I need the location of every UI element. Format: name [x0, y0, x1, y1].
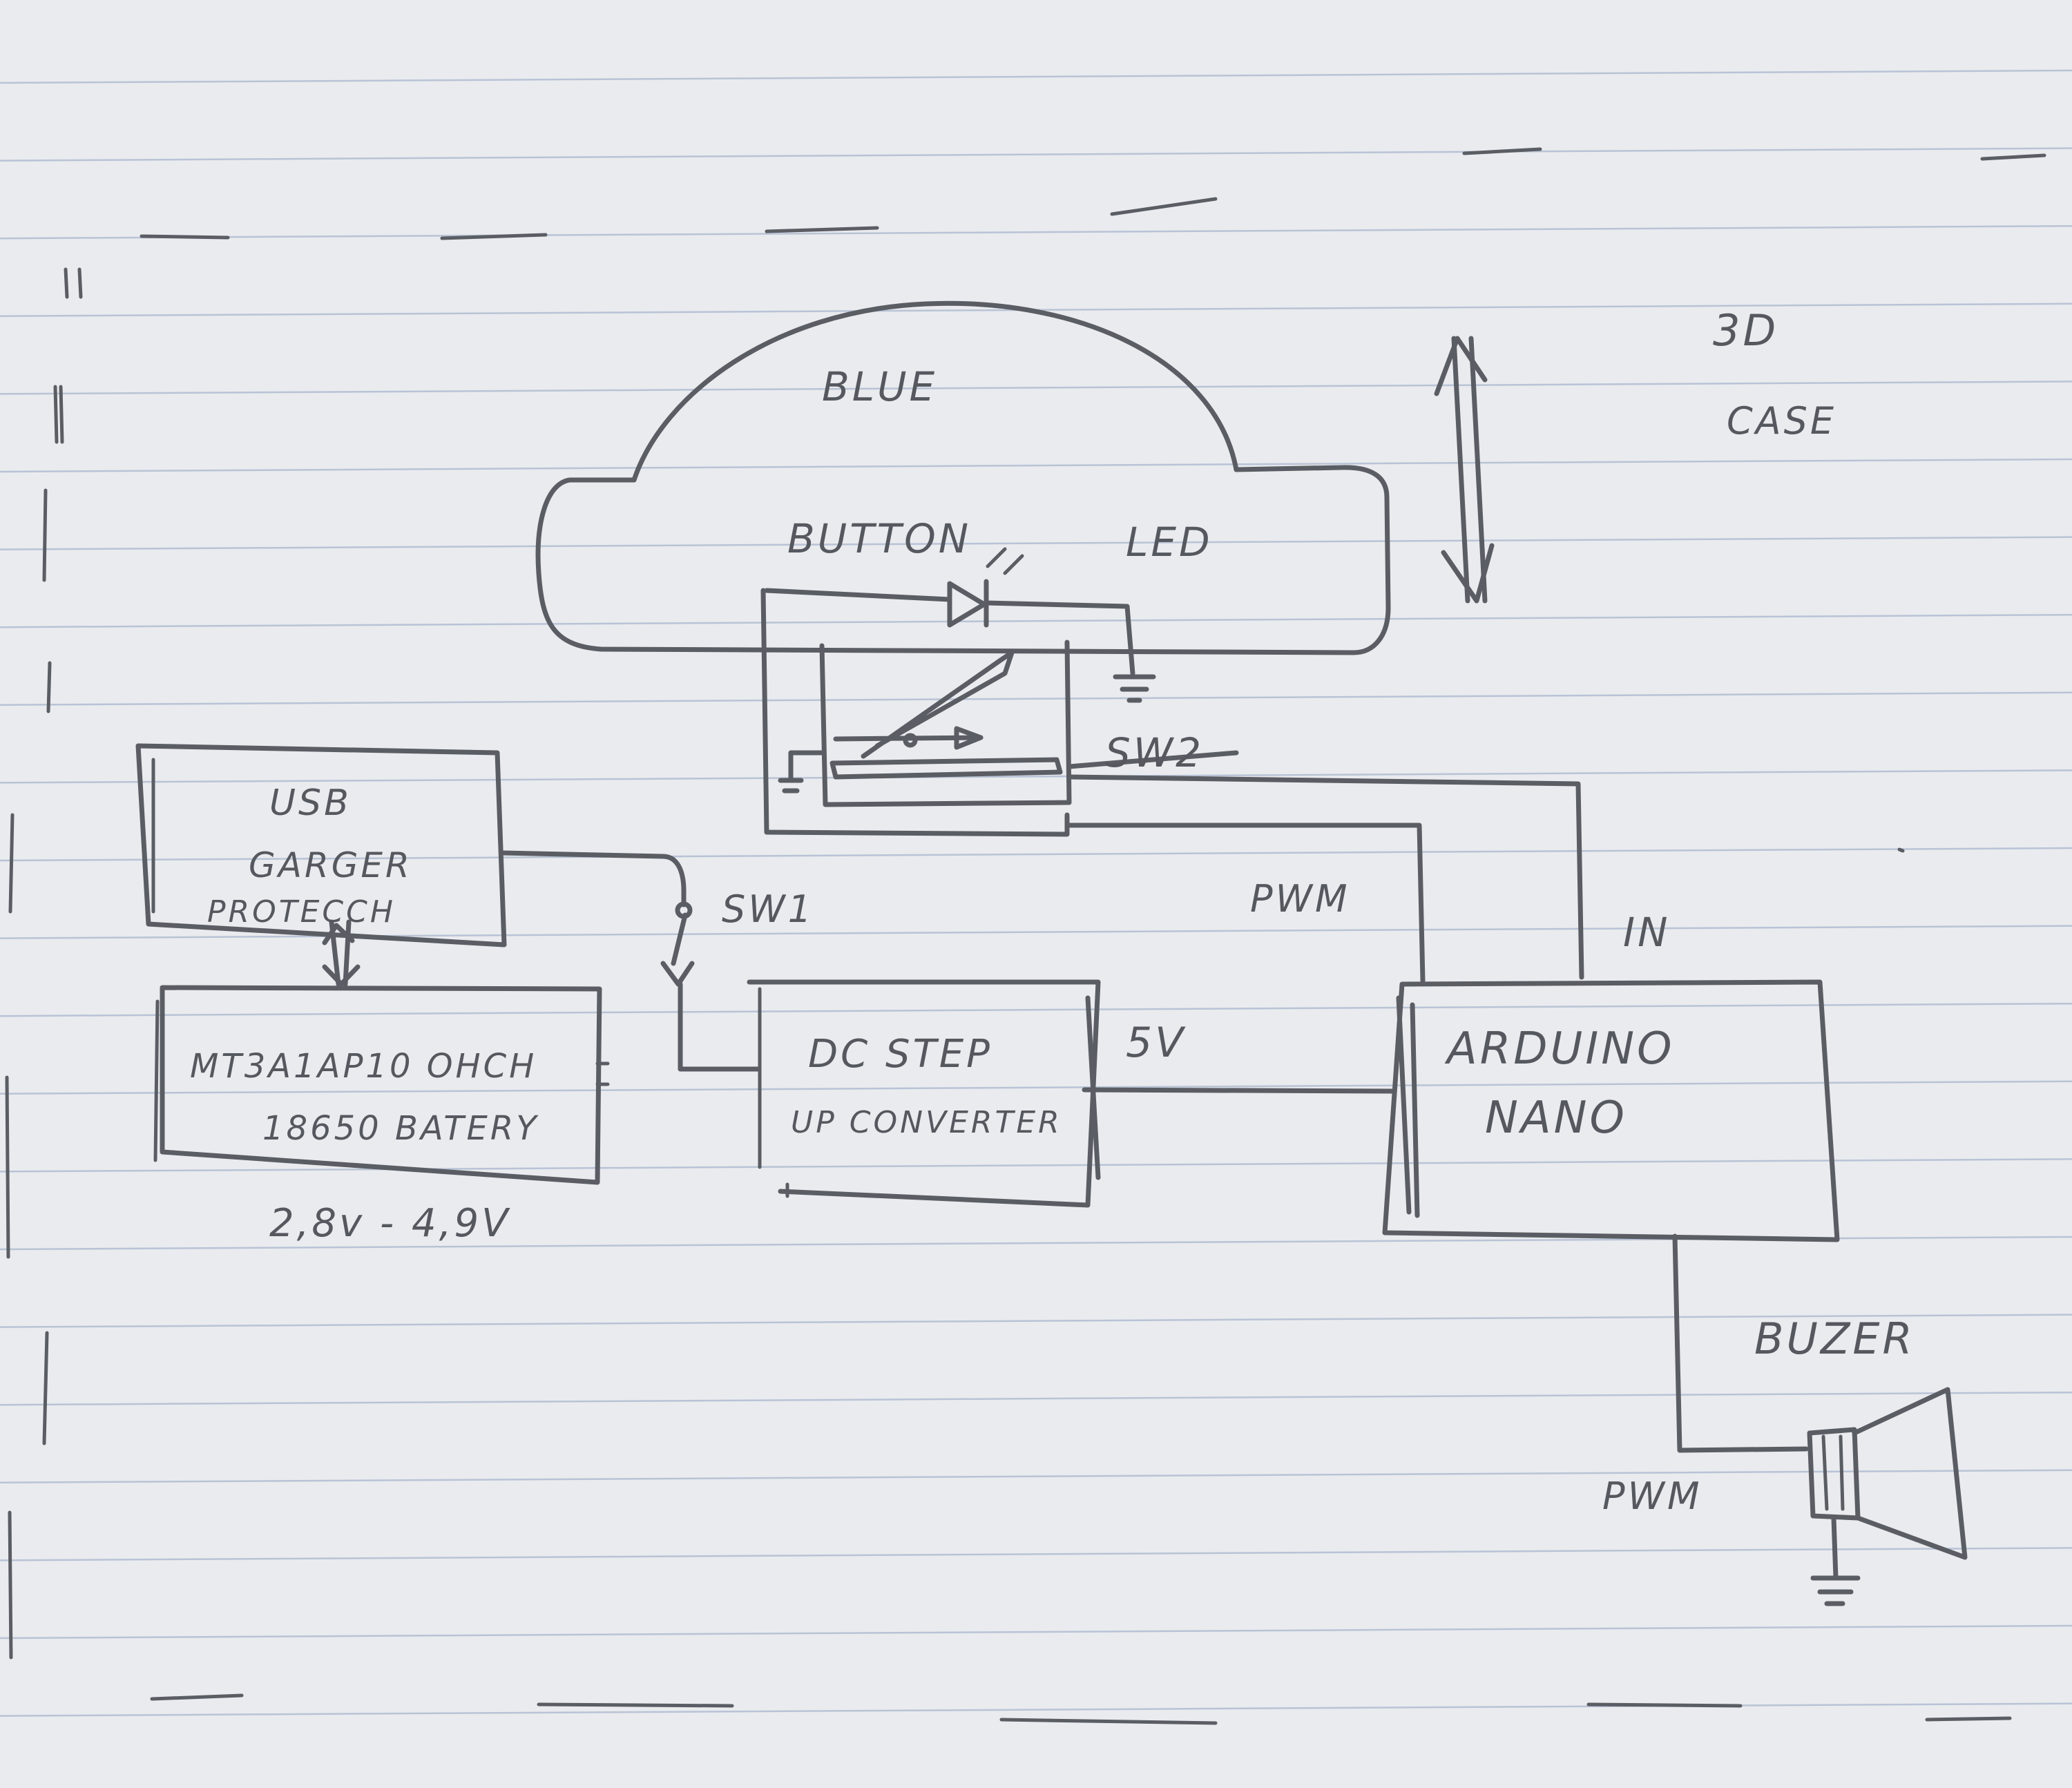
pwm-wire [1066, 823, 1426, 983]
5v-rail [1082, 1087, 1394, 1094]
buzzer-label: BUZER [1754, 1314, 1915, 1364]
charger-label-line3: PROTECCH [207, 894, 396, 930]
ruled-line [0, 1080, 2072, 1095]
usb-charger-box [135, 743, 507, 948]
button-label: BUTTON [787, 515, 971, 562]
led-arrows [986, 547, 1024, 575]
stray-marks [140, 147, 2046, 1725]
ruled-line [0, 691, 2072, 706]
arduino-label-line1: ARDUINO [1444, 1023, 1675, 1075]
case-label-line1: 3D [1713, 305, 1778, 356]
ruled-line [0, 1314, 2072, 1328]
arduino-label-line2: NANO [1485, 1093, 1627, 1144]
arduino-box [1382, 979, 1840, 1242]
in-label: IN [1623, 909, 1671, 956]
ruled-line [0, 769, 2072, 784]
converter-label-line2: UP CONVERTER [791, 1105, 1062, 1140]
converter-label-line1: DC STEP [808, 1032, 992, 1077]
button-housing [535, 300, 1391, 655]
switch-sw2 [778, 640, 1239, 807]
5v-label: 5V [1126, 1019, 1186, 1067]
ruled-line [0, 69, 2072, 84]
ruled-line [0, 1624, 2072, 1640]
ruled-line [0, 224, 2072, 240]
button-to-arduino-wires [1066, 774, 1584, 983]
pwm-top-label: PWM [1250, 877, 1350, 921]
ruled-line [0, 536, 2072, 550]
battery-label-line2: 18650 BATERY [262, 1109, 539, 1148]
ruled-lines [0, 69, 2072, 1717]
switch-sw1 [500, 850, 761, 1072]
pwm-bottom-label: PWM [1602, 1474, 1702, 1518]
vertical-motion-arrow-icon [1434, 336, 1495, 604]
battery-range-label: 2,8v - 4,9V [269, 1201, 510, 1246]
led-ground-icon [1113, 674, 1156, 703]
sw1-label: SW1 [722, 887, 814, 931]
charger-label-line2: GARGER [249, 845, 412, 885]
ruled-line [0, 613, 2072, 628]
case-label-line2: CASE [1727, 399, 1836, 443]
ruled-line [0, 1158, 2072, 1173]
sw2-ground-icon [778, 750, 825, 794]
dome-outline [631, 300, 1239, 483]
margin-marks [5, 267, 83, 1660]
ruled-line [0, 1469, 2072, 1484]
led-label: LED [1126, 519, 1213, 566]
battery-box [153, 985, 610, 1185]
ruled-line [0, 1002, 2072, 1017]
ruled-line [0, 847, 2072, 862]
buzzer-speaker-icon [1807, 1387, 1968, 1606]
charger-battery-arrow-icon [322, 919, 361, 987]
ruled-line [0, 381, 2072, 395]
buzzer-ground-icon [1810, 1575, 1861, 1606]
ruled-line [0, 1391, 2072, 1406]
charger-label-line1: USB [269, 782, 352, 824]
buzzer-wire [1672, 1233, 1809, 1453]
housing-outline [535, 465, 1391, 655]
in-wire [1066, 774, 1584, 980]
sw2-label: SW2 [1105, 729, 1204, 776]
dome-label: BLUE [822, 363, 937, 410]
ruled-line [0, 147, 2072, 162]
ruled-line [0, 1547, 2072, 1561]
battery-label-line1: MT3A1AP10 OHCH [190, 1047, 537, 1086]
ruled-line [0, 458, 2072, 473]
